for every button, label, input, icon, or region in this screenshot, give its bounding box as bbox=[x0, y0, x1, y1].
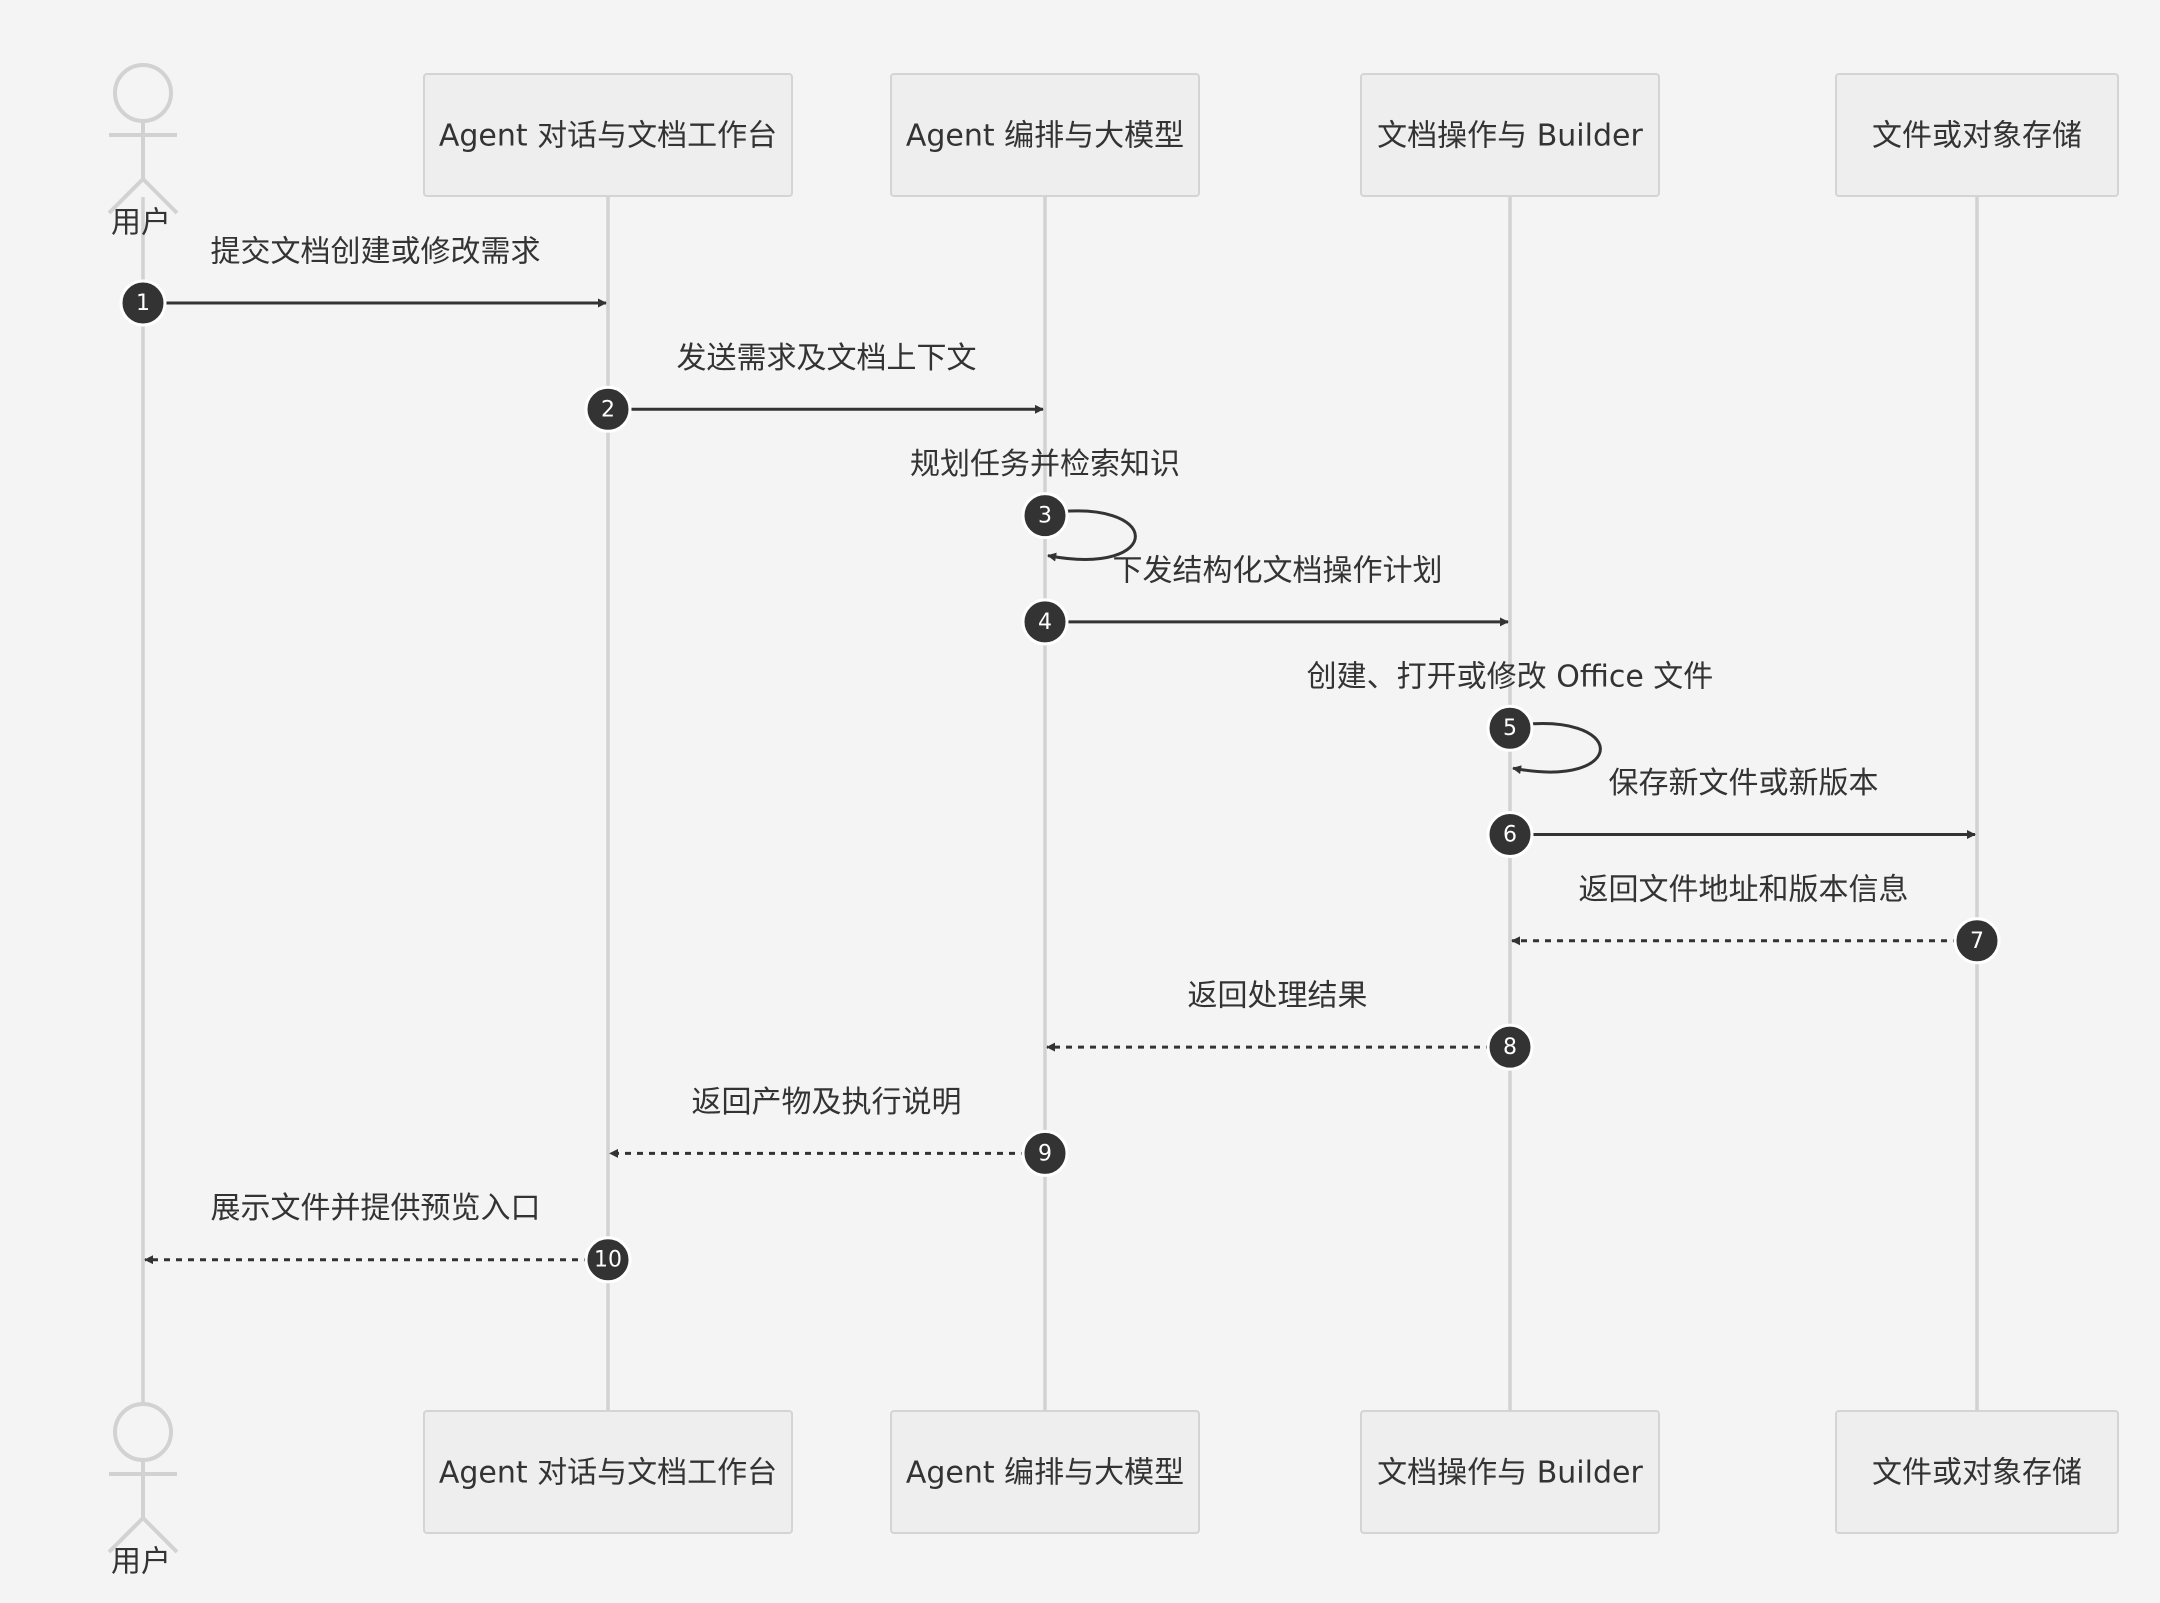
step-badge: 10 bbox=[584, 1236, 632, 1284]
actor-figure-top: 用户 bbox=[107, 63, 179, 241]
participant-label-bottom: 文件或对象存储 bbox=[1872, 1456, 2082, 1491]
participant-box-top: 文件或对象存储 bbox=[1835, 73, 2119, 197]
participant-label-top: 文档操作与 Builder bbox=[1377, 119, 1643, 154]
message-label: 返回文件地址和版本信息 bbox=[1579, 872, 1909, 907]
step-badge: 1 bbox=[119, 279, 167, 327]
message-label: 提交文档创建或修改需求 bbox=[211, 235, 541, 270]
message-1: 提交文档创建或修改需求 1 bbox=[119, 235, 607, 327]
actor-label-bottom: 用户 bbox=[111, 1545, 171, 1580]
step-badge: 9 bbox=[1021, 1129, 1069, 1177]
message-7: 返回文件地址和版本信息 7 bbox=[1511, 872, 2001, 965]
message-8: 返回处理结果 8 bbox=[1046, 979, 1534, 1071]
participant-box-top: Agent 对话与文档工作台 bbox=[423, 73, 793, 197]
step-badge: 2 bbox=[584, 385, 632, 433]
step-number: 10 bbox=[594, 1248, 622, 1273]
message-4: 下发结构化文档操作计划 4 bbox=[1021, 553, 1509, 646]
participant-label-top: Agent 编排与大模型 bbox=[906, 119, 1184, 154]
participant-box-bottom: 文档操作与 Builder bbox=[1360, 1410, 1660, 1534]
message-10: 展示文件并提供预览入口 10 bbox=[144, 1191, 632, 1284]
step-number: 8 bbox=[1503, 1035, 1517, 1060]
message-label: 保存新文件或新版本 bbox=[1609, 766, 1879, 801]
participant-box-bottom: Agent 编排与大模型 bbox=[890, 1410, 1200, 1534]
message-label: 返回处理结果 bbox=[1188, 979, 1368, 1014]
participant-box-top: Agent 编排与大模型 bbox=[890, 73, 1200, 197]
message-3: 规划任务并检索知识 3 bbox=[910, 447, 1180, 562]
step-number: 9 bbox=[1038, 1141, 1052, 1166]
step-badge: 8 bbox=[1486, 1023, 1534, 1071]
step-number: 5 bbox=[1503, 716, 1517, 741]
message-6: 保存新文件或新版本 6 bbox=[1486, 766, 1976, 858]
step-badge: 7 bbox=[1953, 917, 2001, 965]
self-loop-arrow bbox=[1044, 509, 1137, 562]
participant-label-bottom: 文档操作与 Builder bbox=[1377, 1456, 1643, 1491]
step-number: 3 bbox=[1038, 504, 1052, 529]
message-label: 返回产物及执行说明 bbox=[692, 1085, 962, 1120]
participant-box-bottom: 文件或对象存储 bbox=[1835, 1410, 2119, 1534]
actor-label-top: 用户 bbox=[111, 206, 171, 241]
step-badge: 4 bbox=[1021, 598, 1069, 646]
message-2: 发送需求及文档上下文 2 bbox=[584, 341, 1044, 433]
message-label: 规划任务并检索知识 bbox=[910, 447, 1180, 482]
participant-box-top: 文档操作与 Builder bbox=[1360, 73, 1660, 197]
message-label: 下发结构化文档操作计划 bbox=[1113, 553, 1443, 588]
participant-box-bottom: Agent 对话与文档工作台 bbox=[423, 1410, 793, 1534]
step-badge: 3 bbox=[1021, 492, 1069, 540]
step-number: 6 bbox=[1503, 823, 1517, 848]
participant-label-top: Agent 对话与文档工作台 bbox=[439, 119, 777, 154]
message-label: 发送需求及文档上下文 bbox=[677, 341, 977, 376]
participant-label-bottom: Agent 对话与文档工作台 bbox=[439, 1456, 777, 1491]
self-loop-arrow bbox=[1509, 722, 1602, 775]
step-number: 1 bbox=[136, 291, 150, 316]
participant-label-top: 文件或对象存储 bbox=[1872, 119, 2082, 154]
step-number: 7 bbox=[1970, 929, 1984, 954]
participant-label-bottom: Agent 编排与大模型 bbox=[906, 1456, 1184, 1491]
step-badge: 6 bbox=[1486, 811, 1534, 858]
message-9: 返回产物及执行说明 9 bbox=[609, 1085, 1069, 1177]
step-badge: 5 bbox=[1486, 704, 1534, 752]
message-5: 创建、打开或修改 Office 文件 5 bbox=[1307, 660, 1714, 775]
message-label: 创建、打开或修改 Office 文件 bbox=[1307, 660, 1714, 695]
actor-figure-bottom: 用户 bbox=[107, 1402, 179, 1580]
step-number: 4 bbox=[1038, 610, 1052, 635]
step-number: 2 bbox=[601, 397, 615, 422]
message-label: 展示文件并提供预览入口 bbox=[211, 1191, 541, 1226]
